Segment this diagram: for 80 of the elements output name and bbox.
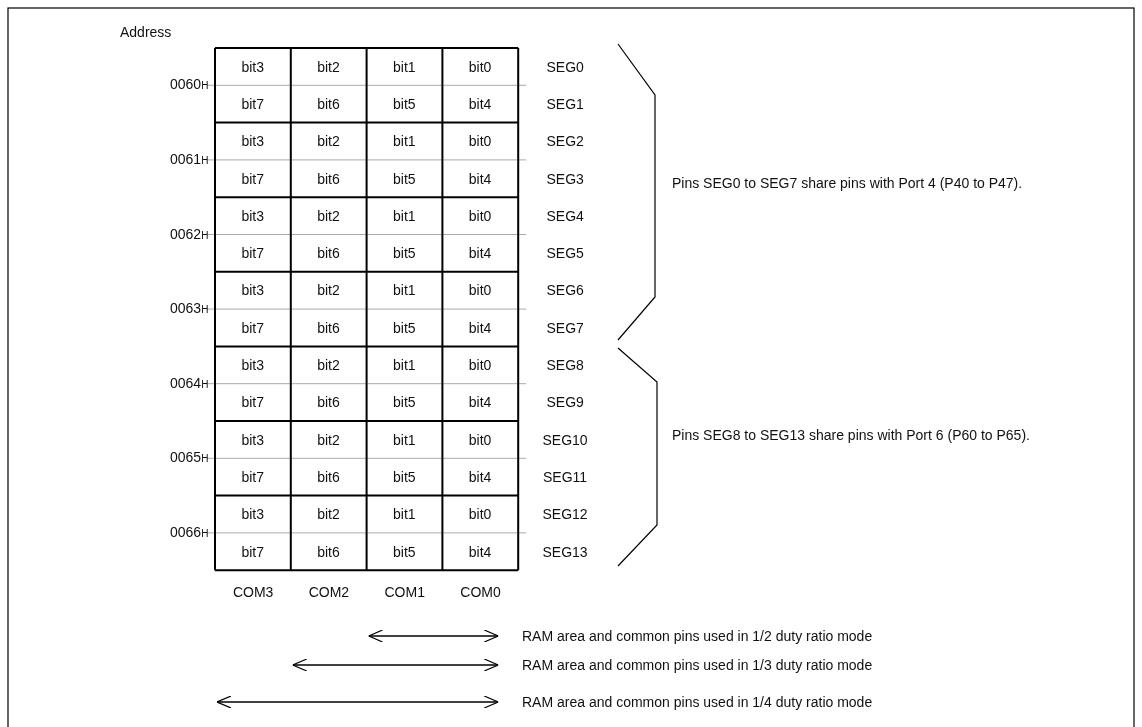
bit-label: bit1	[393, 282, 416, 299]
bit-label: bit5	[393, 543, 416, 560]
bit-label: bit4	[468, 170, 492, 187]
bit-label: bit6	[317, 468, 340, 485]
bit-label: bit1	[393, 207, 416, 224]
bit-label: bit7	[241, 394, 264, 411]
bit-label: bit0	[468, 431, 492, 448]
bit-label: bit7	[241, 170, 264, 187]
bit-label: bit2	[317, 506, 340, 523]
bit-label: bit0	[468, 282, 492, 299]
bit-label: bit4	[468, 394, 492, 411]
range-description: RAM area and common pins used in 1/4 duty ratio mode	[522, 694, 873, 710]
bit-label: bit5	[393, 95, 416, 112]
bit-label: bit3	[241, 282, 264, 299]
bit-label: bit2	[317, 207, 340, 224]
bit-label: bit6	[317, 95, 340, 112]
bit-label: bit2	[317, 282, 340, 299]
segment-label: SEG1	[546, 95, 584, 112]
bit-label: bit6	[317, 394, 340, 411]
bit-label: bit3	[241, 133, 264, 150]
segment-label: SEG10	[542, 431, 588, 448]
bit-label: bit3	[241, 58, 264, 75]
bit-label: bit4	[468, 245, 492, 262]
bit-label: bit2	[317, 58, 340, 75]
note-text: Pins SEG8 to SEG13 share pins with Port 6 (P60 to P65).	[672, 427, 1031, 443]
segment-label: SEG12	[542, 506, 588, 523]
bit-label: bit3	[241, 207, 264, 224]
bit-label: bit1	[393, 357, 416, 374]
bit-label: bit2	[317, 133, 340, 150]
bit-label: bit1	[393, 133, 416, 150]
bit-label: bit6	[317, 543, 340, 560]
bit-label: bit5	[393, 170, 416, 187]
bit-label: bit7	[241, 245, 264, 262]
segment-label: SEG5	[546, 245, 584, 262]
bit-label: bit0	[468, 506, 492, 523]
segment-label: SEG4	[546, 207, 584, 224]
note-text: Pins SEG0 to SEG7 share pins with Port 4 (P40 to P47).	[672, 175, 1024, 191]
bit-label: bit1	[393, 506, 416, 523]
segment-label: SEG13	[542, 543, 588, 560]
bit-label: bit0	[468, 207, 492, 224]
bit-label: bit4	[468, 468, 492, 485]
bit-label: bit5	[393, 245, 416, 262]
bit-label: bit4	[468, 543, 492, 560]
bit-label: bit5	[393, 394, 416, 411]
bit-label: bit3	[241, 506, 264, 523]
bit-label: bit0	[468, 58, 492, 75]
range-description: RAM area and common pins used in 1/3 duty ratio mode	[522, 657, 873, 673]
bit-label: bit1	[393, 431, 416, 448]
bit-label: bit2	[317, 431, 340, 448]
bit-label: bit7	[241, 95, 264, 112]
common-pin-label: COM3	[232, 584, 274, 600]
bit-label: bit4	[468, 319, 492, 336]
segment-label: SEG6	[546, 282, 584, 299]
bit-label: bit7	[241, 319, 264, 336]
segment-label: SEG2	[546, 133, 584, 150]
bit-label: bit7	[241, 543, 264, 560]
segment-label: SEG8	[546, 357, 584, 374]
bit-label: bit6	[317, 245, 340, 262]
common-pin-label: COM1	[384, 584, 425, 600]
segment-label: SEG0	[546, 58, 584, 75]
bit-label: bit6	[317, 170, 340, 187]
bit-label: bit7	[241, 468, 264, 485]
bit-label: bit5	[393, 468, 416, 485]
bit-label: bit5	[393, 319, 416, 336]
bit-label: bit3	[241, 357, 264, 374]
range-description: RAM area and common pins used in 1/2 duty ratio mode	[522, 628, 873, 644]
segment-label: SEG7	[546, 319, 584, 336]
bit-label: bit0	[468, 357, 492, 374]
segment-label: SEG3	[546, 170, 584, 187]
segment-label: SEG9	[546, 394, 584, 411]
common-pin-label: COM0	[460, 584, 501, 600]
bit-label: bit4	[468, 95, 492, 112]
bit-label: bit6	[317, 319, 340, 336]
bit-label: bit3	[241, 431, 264, 448]
column-heading: Address	[120, 24, 172, 40]
common-pin-label: COM2	[308, 584, 350, 600]
bit-label: bit0	[468, 133, 492, 150]
bit-label: bit1	[393, 58, 416, 75]
bit-label: bit2	[317, 357, 340, 374]
segment-label: SEG11	[543, 468, 588, 485]
